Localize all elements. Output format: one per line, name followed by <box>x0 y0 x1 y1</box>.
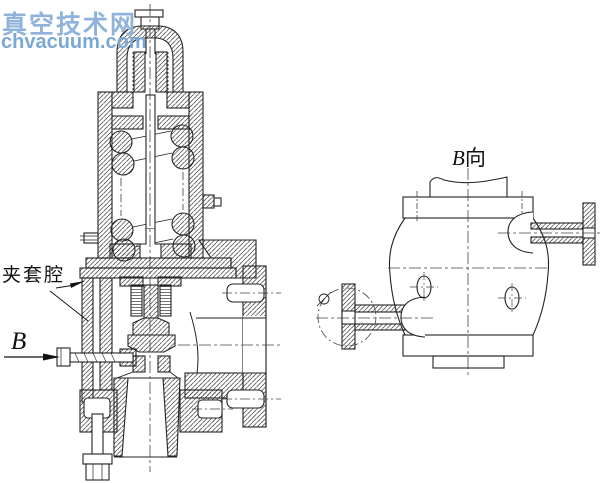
inlet-and-bottom-flange <box>79 377 223 481</box>
main-section-view <box>56 4 283 481</box>
bv-body-right-arc <box>532 217 550 336</box>
main-centerlines <box>149 4 283 472</box>
jacket-cavity-label: 夹套腔 <box>2 265 66 286</box>
watermark-site-name: 真空技术网 <box>2 12 138 39</box>
bv-face-holes <box>410 272 526 313</box>
b-arrow-label: B <box>11 328 27 355</box>
b-direction-arrow-icon <box>4 353 60 361</box>
bv-body-left-arc <box>388 217 406 336</box>
b-view-title-cjk: 向 <box>464 146 486 170</box>
bv-base-step <box>432 355 505 369</box>
spring-bottom-seat <box>109 94 192 259</box>
bv-top-cap <box>429 176 508 197</box>
b-view-title: B向 <box>452 142 486 172</box>
adjusting-screw <box>132 51 169 93</box>
bonnet-flange <box>85 257 232 269</box>
annotation-arrows <box>4 281 89 361</box>
b-view-title-letter: B <box>452 146 465 170</box>
b-direction-view <box>316 168 600 375</box>
jacket-side-bolt <box>56 347 137 367</box>
bv-right-nozzle <box>507 202 596 266</box>
bv-centerlines <box>316 168 600 375</box>
jacket-cavity-leader-line <box>49 281 89 322</box>
watermark-site-url: chvacuum.com <box>1 31 147 53</box>
jacketed-body-wall <box>81 277 113 403</box>
outlet-neck-top <box>197 239 257 279</box>
bv-left-nozzle <box>316 283 426 350</box>
bellows-and-disc <box>116 276 182 379</box>
